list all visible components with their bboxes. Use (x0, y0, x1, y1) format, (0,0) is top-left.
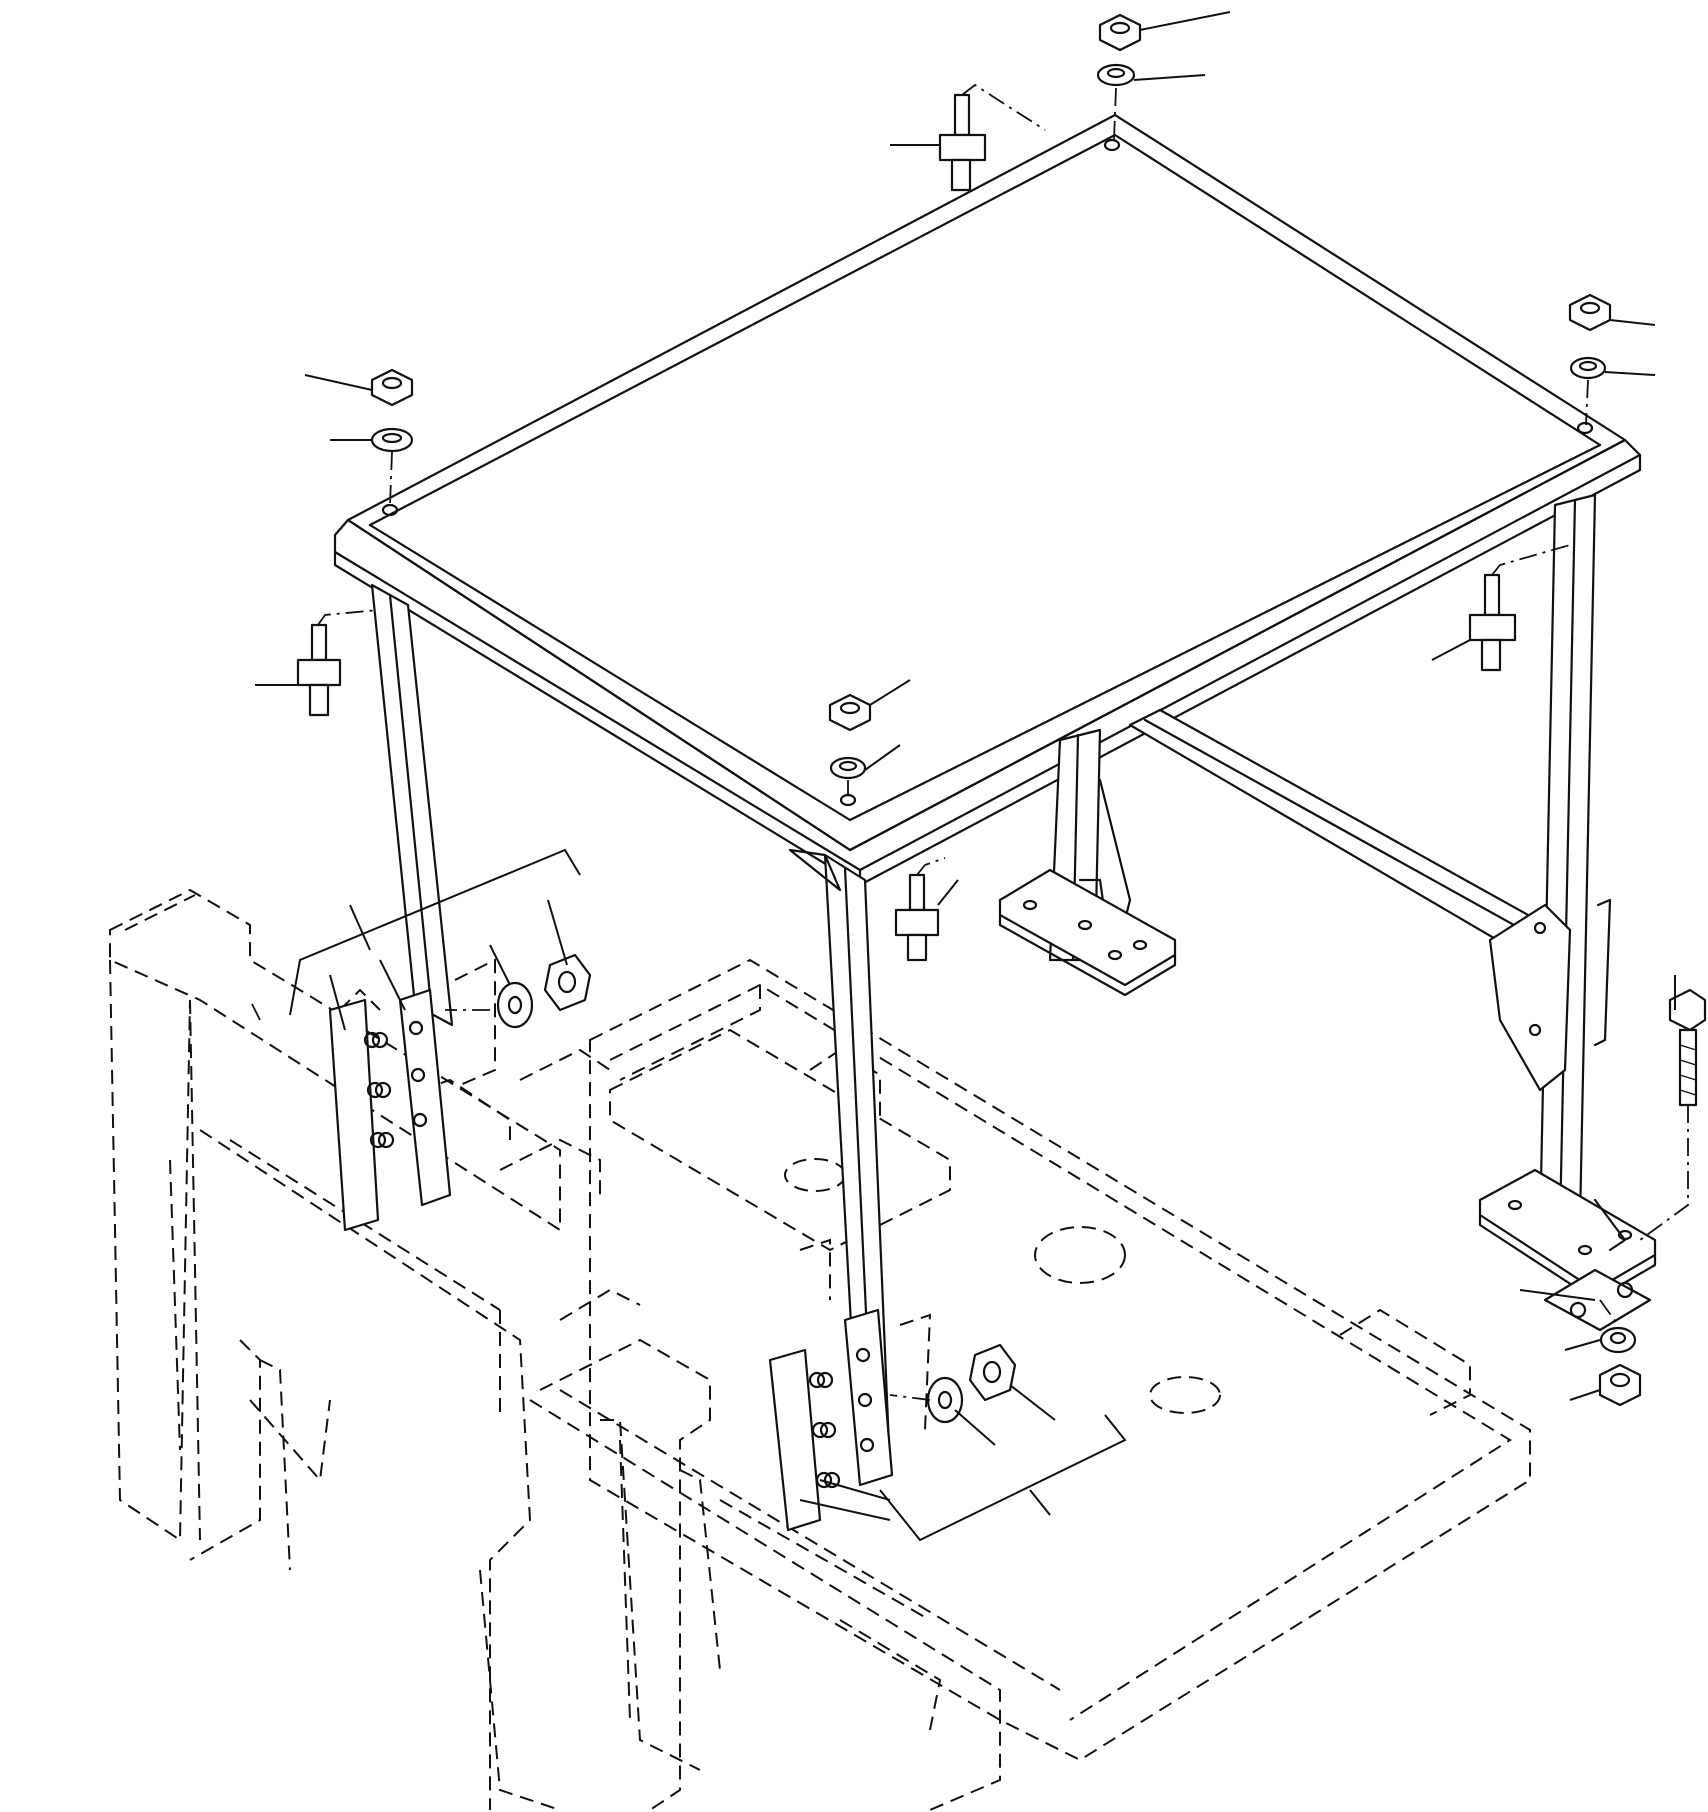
hex-nut-icon (828, 693, 872, 732)
hex-bolt-icon (1668, 988, 1707, 1107)
callout-leader-lines (255, 11, 1676, 1542)
roof-bolt-hole (381, 503, 399, 517)
hex-nut-icon (1568, 293, 1612, 332)
left-mount-bracket (328, 958, 496, 1232)
spacer-plate (1543, 1268, 1652, 1332)
canopy-roof (333, 113, 1642, 887)
isolator-mount-icon (938, 93, 987, 192)
hex-nut-icon (1098, 13, 1142, 52)
right-mount-bracket (768, 1308, 932, 1532)
roof-bolt-hole (1103, 138, 1121, 152)
hex-nut-icon (543, 953, 592, 1012)
machine-frame-outline (109, 888, 1531, 1811)
assembly-centerlines (317, 83, 1689, 1401)
hex-nut-icon (968, 1343, 1017, 1402)
isolator-mount-icon (1468, 573, 1517, 672)
isolator-mount-icon (296, 623, 342, 717)
lock-washer-icon (1096, 63, 1136, 87)
flat-washer-icon (926, 1376, 964, 1424)
foot-plate (1478, 1168, 1657, 1292)
isolator-mount-icon (894, 873, 940, 962)
flat-washer-icon (496, 981, 534, 1029)
lock-washer-icon (829, 756, 867, 780)
hex-nut-icon (1598, 1363, 1642, 1407)
flat-washer-icon (370, 427, 414, 453)
hex-nut-icon (370, 368, 414, 407)
lock-washer-icon (1569, 356, 1607, 380)
roof-bolt-hole (1576, 421, 1594, 435)
lock-washer-icon (1599, 1326, 1637, 1354)
